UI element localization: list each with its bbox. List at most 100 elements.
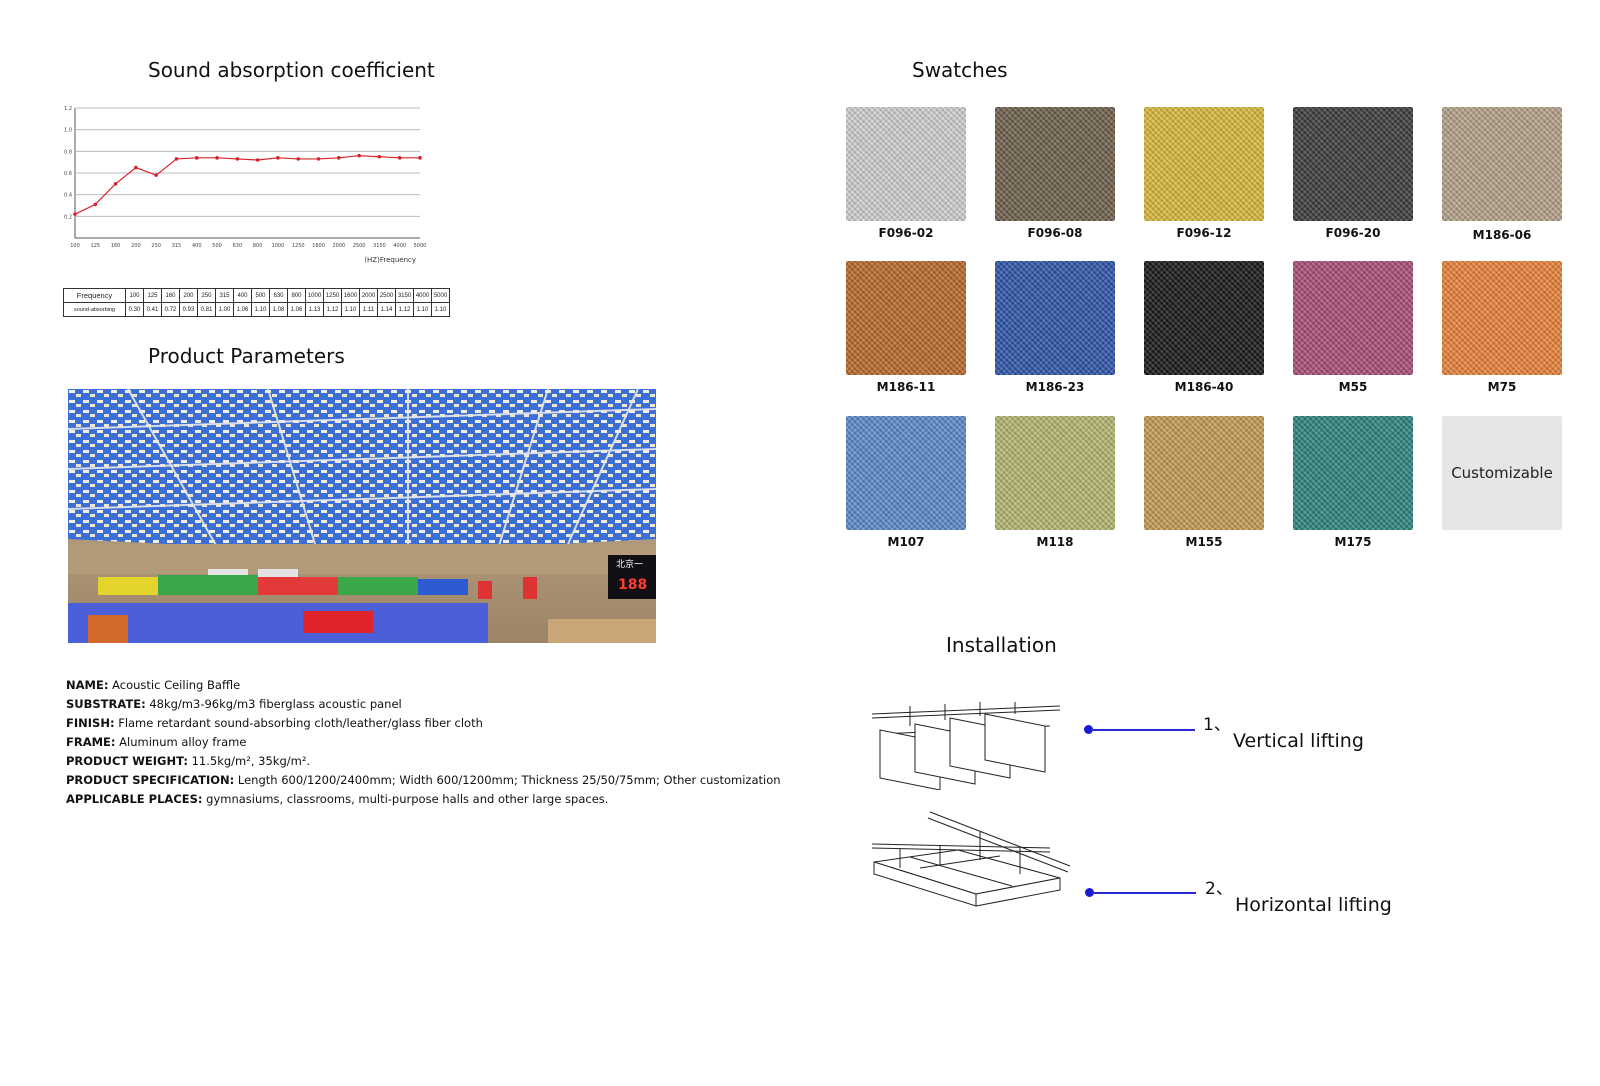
- table-cell-coefficient: 0.41: [143, 302, 162, 317]
- fabric-swatch-m55[interactable]: [1293, 261, 1413, 375]
- install-step-1-number: 1、: [1203, 715, 1231, 735]
- swatch-code-label: M107: [887, 535, 925, 549]
- table-cell-frequency: 800: [287, 288, 306, 303]
- data-point: [134, 165, 138, 170]
- data-point: [316, 157, 321, 161]
- callout-line-1: [1091, 729, 1195, 731]
- scoreboard-digits: 188: [618, 577, 647, 593]
- x-tick-label: 1250: [292, 243, 305, 249]
- y-tick-label: 1.0: [64, 128, 72, 134]
- data-point: [418, 156, 422, 160]
- table-cell-coefficient: 0.81: [197, 302, 216, 317]
- fabric-swatch-f096-02[interactable]: [846, 107, 966, 221]
- param-label: PRODUCT SPECIFICATION:: [66, 773, 235, 787]
- fabric-swatch-m107[interactable]: [846, 416, 966, 530]
- swatch-code-label: M186-11: [876, 380, 936, 394]
- fabric-swatch-m186-06[interactable]: [1442, 107, 1562, 221]
- data-point: [174, 157, 179, 161]
- data-point: [73, 212, 77, 216]
- table-cell-coefficient: 1.06: [233, 302, 252, 317]
- install-step-1-label: Vertical lifting: [1233, 730, 1364, 752]
- scoreboard-text: 北京一: [616, 558, 643, 570]
- table-cell-coefficient: 1.12: [323, 302, 342, 317]
- table-header-frequency: Frequency: [63, 288, 126, 303]
- callout-dot-1: [1084, 725, 1093, 734]
- fabric-swatch-m75[interactable]: [1442, 261, 1562, 375]
- fabric-swatch-m186-40[interactable]: [1144, 261, 1264, 375]
- table-cell-coefficient: 0.93: [179, 302, 198, 317]
- x-tick-label: 1600: [312, 243, 325, 249]
- fabric-swatch-f096-20[interactable]: [1293, 107, 1413, 221]
- x-tick-label: 800: [253, 243, 263, 249]
- fabric-swatch-m186-11[interactable]: [846, 261, 966, 375]
- x-tick-label: 2000: [332, 243, 345, 249]
- y-tick-label: 0.4: [64, 193, 72, 199]
- param-label: FINISH:: [66, 716, 115, 730]
- swatch-code-label: M186-06: [1472, 228, 1532, 242]
- param-value: Length 600/1200/2400mm; Width 600/1200mm…: [237, 773, 781, 787]
- fabric-swatch-f096-08[interactable]: [995, 107, 1115, 221]
- table-cell-frequency: 1250: [323, 288, 342, 303]
- x-axis-label: (HZ)Frequency: [364, 256, 416, 264]
- table-cell-frequency: 125: [143, 288, 162, 303]
- table-cell-coefficient: 1.14: [377, 302, 396, 317]
- table-cell-frequency: 1000: [305, 288, 324, 303]
- x-tick-label: 200: [131, 243, 141, 249]
- table-header-absorbing: sound-absorbing: [63, 302, 126, 317]
- table-cell-coefficient: 0.30: [125, 302, 144, 317]
- y-tick-label: 0.8: [64, 149, 72, 155]
- fabric-swatch-m175[interactable]: [1293, 416, 1413, 530]
- install-step-2-number: 2、: [1205, 879, 1233, 899]
- table-cell-frequency: 630: [269, 288, 288, 303]
- table-cell-coefficient: 1.12: [395, 302, 414, 317]
- param-row: FINISH: Flame retardant sound-absorbing …: [66, 714, 826, 733]
- swatch-code-label: F096-12: [1176, 226, 1232, 240]
- param-label: NAME:: [66, 678, 109, 692]
- param-label: SUBSTRATE:: [66, 697, 146, 711]
- vertical-lifting-diagram: [870, 700, 1070, 794]
- swatch-code-label: M75: [1487, 380, 1517, 394]
- fabric-swatch-m118[interactable]: [995, 416, 1115, 530]
- table-cell-frequency: 3150: [395, 288, 414, 303]
- x-tick-label: 100: [70, 243, 80, 249]
- param-label: APPLICABLE PLACES:: [66, 792, 203, 806]
- param-value: Aluminum alloy frame: [119, 735, 247, 749]
- swatches-title: Swatches: [912, 58, 1008, 82]
- table-cell-coefficient: 0.72: [161, 302, 180, 317]
- param-row: APPLICABLE PLACES: gymnasiums, classroom…: [66, 790, 826, 809]
- params-title: Product Parameters: [148, 344, 345, 368]
- table-cell-frequency: 250: [197, 288, 216, 303]
- swatch-code-label: M118: [1036, 535, 1074, 549]
- table-cell-coefficient: 1.10: [431, 302, 450, 317]
- param-row: PRODUCT WEIGHT: 11.5kg/m², 35kg/m².: [66, 752, 826, 771]
- data-point: [255, 158, 260, 162]
- customizable-swatch[interactable]: Customizable: [1442, 416, 1562, 530]
- chart-title: Sound absorption coefficient: [148, 58, 435, 82]
- table-cell-coefficient: 1.00: [215, 302, 234, 317]
- data-point: [113, 182, 118, 186]
- callout-line-2: [1092, 892, 1196, 894]
- param-value: 48kg/m3-96kg/m3 fiberglass acoustic pane…: [149, 697, 402, 711]
- y-tick-label: 1.2: [64, 106, 72, 112]
- swatch-code-label: M186-40: [1174, 380, 1234, 394]
- param-value: Flame retardant sound-absorbing cloth/le…: [118, 716, 483, 730]
- install-step-2-label: Horizontal lifting: [1235, 894, 1392, 916]
- x-tick-label: 500: [212, 243, 222, 249]
- data-point: [337, 156, 341, 160]
- table-cell-coefficient: 1.10: [341, 302, 360, 317]
- param-row: FRAME: Aluminum alloy frame: [66, 733, 826, 752]
- fabric-swatch-m155[interactable]: [1144, 416, 1264, 530]
- fabric-swatch-f096-12[interactable]: [1144, 107, 1264, 221]
- table-cell-frequency: 1600: [341, 288, 360, 303]
- data-point: [276, 156, 280, 160]
- param-row: PRODUCT SPECIFICATION: Length 600/1200/2…: [66, 771, 826, 790]
- param-value: 11.5kg/m², 35kg/m².: [191, 754, 311, 768]
- data-point: [93, 202, 98, 207]
- table-cell-frequency: 500: [251, 288, 270, 303]
- table-cell-coefficient: 1.10: [413, 302, 432, 317]
- fabric-swatch-m186-23[interactable]: [995, 261, 1115, 375]
- table-cell-frequency: 5000: [431, 288, 450, 303]
